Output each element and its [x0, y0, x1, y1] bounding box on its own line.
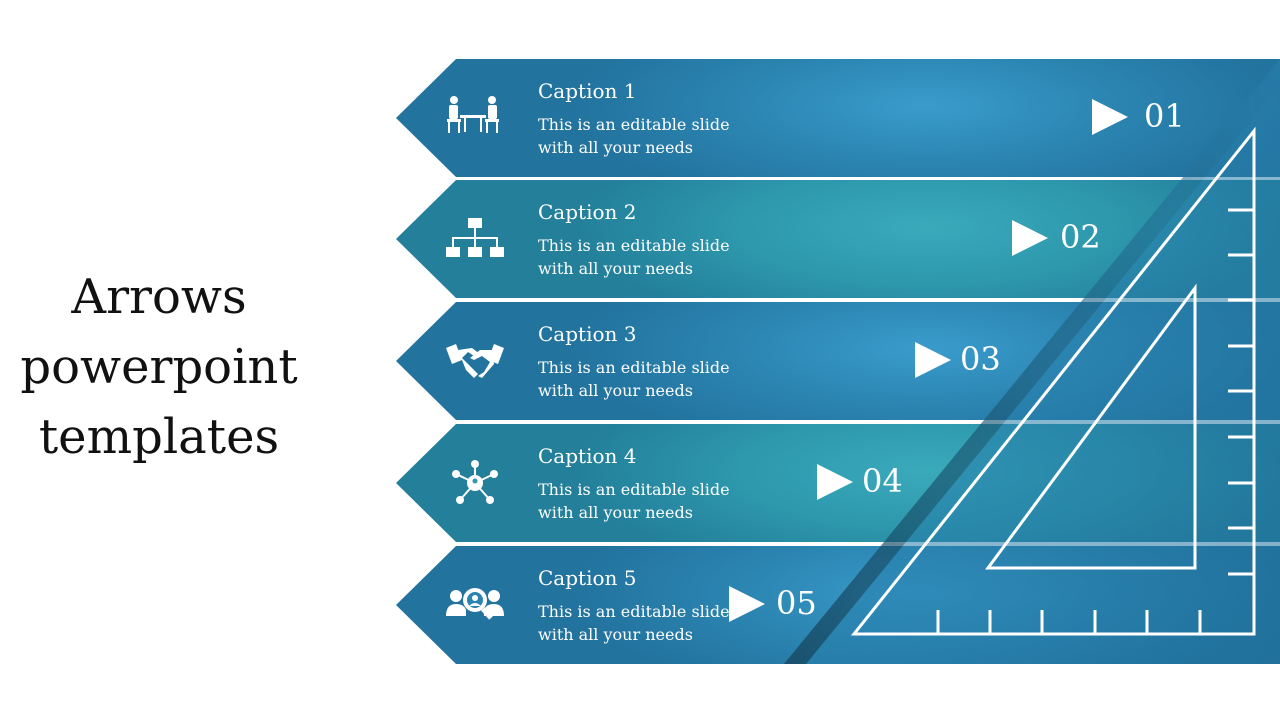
- step-number-1: 01: [1144, 97, 1185, 135]
- description-5-line-2: with all your needs: [538, 625, 693, 644]
- play-arrow-icon: [729, 586, 765, 622]
- caption-3: Caption 3: [538, 322, 637, 346]
- meeting-icon: [447, 96, 499, 133]
- description-1: This is an editable slide with all your …: [538, 113, 778, 159]
- description-4: This is an editable slide with all your …: [538, 478, 778, 524]
- slide-title: Arrows powerpoint templates: [0, 262, 318, 472]
- title-line-3: templates: [38, 409, 280, 465]
- step-number-2: 02: [1060, 218, 1101, 256]
- description-3-line-2: with all your needs: [538, 381, 693, 400]
- play-arrow-icon: [817, 464, 853, 500]
- description-5: This is an editable slide with all your …: [538, 600, 778, 646]
- play-arrow-icon: [1012, 220, 1048, 256]
- description-2-line-1: This is an editable slide: [538, 236, 730, 255]
- caption-5: Caption 5: [538, 566, 637, 590]
- description-4-line-1: This is an editable slide: [538, 480, 730, 499]
- handshake-icon: [446, 344, 504, 378]
- set-square-outline: [850, 126, 1256, 636]
- play-arrow-icon: [1092, 99, 1128, 135]
- description-3: This is an editable slide with all your …: [538, 356, 778, 402]
- play-arrow-icon: [915, 342, 951, 378]
- step-number-3: 03: [960, 340, 1001, 378]
- caption-1: Caption 1: [538, 79, 637, 103]
- caption-4: Caption 4: [538, 444, 637, 468]
- description-3-line-1: This is an editable slide: [538, 358, 730, 377]
- org-chart-icon: [446, 218, 504, 257]
- description-2-line-2: with all your needs: [538, 259, 693, 278]
- description-1-line-1: This is an editable slide: [538, 115, 730, 134]
- description-5-line-1: This is an editable slide: [538, 602, 730, 621]
- network-icon: [452, 460, 498, 504]
- set-square-inner-outline: [985, 283, 1197, 570]
- step-number-5: 05: [776, 584, 817, 622]
- ruler-ticks: [936, 208, 1254, 634]
- caption-2: Caption 2: [538, 200, 637, 224]
- arrow-band-1[interactable]: Caption 1 This is an editable slide with…: [396, 59, 1280, 177]
- set-square-shadow: [784, 59, 1280, 664]
- title-line-1: Arrows: [71, 269, 247, 325]
- team-search-icon: [446, 588, 504, 620]
- description-2: This is an editable slide with all your …: [538, 234, 778, 280]
- title-line-2: powerpoint: [20, 339, 298, 395]
- description-4-line-2: with all your needs: [538, 503, 693, 522]
- step-number-4: 04: [862, 462, 903, 500]
- arrow-band-bg: [396, 59, 1280, 177]
- description-1-line-2: with all your needs: [538, 138, 693, 157]
